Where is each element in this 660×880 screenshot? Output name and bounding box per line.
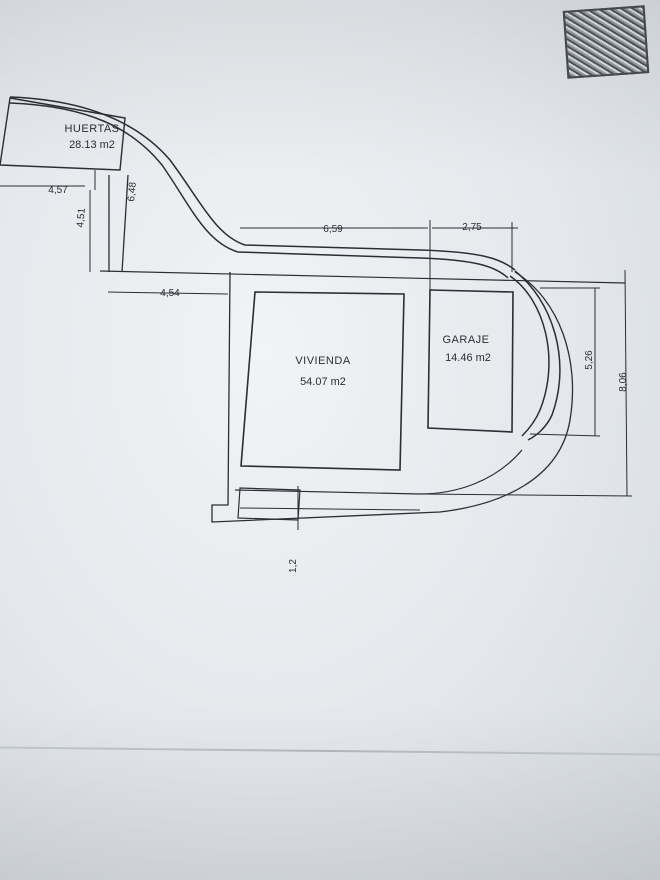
dimension-label: 6,48 [126,181,139,202]
garage-drive-inner [514,270,561,441]
dim-tick [529,433,601,437]
dimension-label: 4,57 [48,185,68,196]
lower-strip [237,487,301,521]
dim-line-454 [107,291,229,295]
vivienda-area: 54.07 m2 [300,376,346,388]
dimension-label: 8,06 [618,372,629,392]
wall-line [121,174,129,273]
dimension-label: 6,59 [323,224,343,235]
vivienda-title: VIVIENDA [295,355,351,367]
huertas-title: HUERTAS [64,123,119,135]
dimension-label: 2,75 [462,222,482,233]
garaje-title: GARAJE [442,334,489,346]
dimension-label: 5,26 [584,350,595,370]
dimension-label: 4,51 [75,207,88,228]
huertas-outline [0,97,126,171]
access-path-inner [9,102,509,279]
dim-line-806 [624,269,628,497]
baseline [99,270,626,284]
lot-inner-curve [234,449,523,495]
access-path-outer [9,96,516,271]
vivienda-room [240,291,405,471]
dimension-label: 4,54 [160,288,180,299]
garaje-area: 14.46 m2 [445,352,491,364]
garage-drive-outer [509,275,550,437]
garaje-room [427,289,514,433]
huertas-area: 28.13 m2 [69,139,115,151]
lot-outline [211,271,574,523]
dimension-label: 1,2 [288,559,299,573]
lower-strip-line [239,507,421,511]
dim-tick [419,493,633,497]
